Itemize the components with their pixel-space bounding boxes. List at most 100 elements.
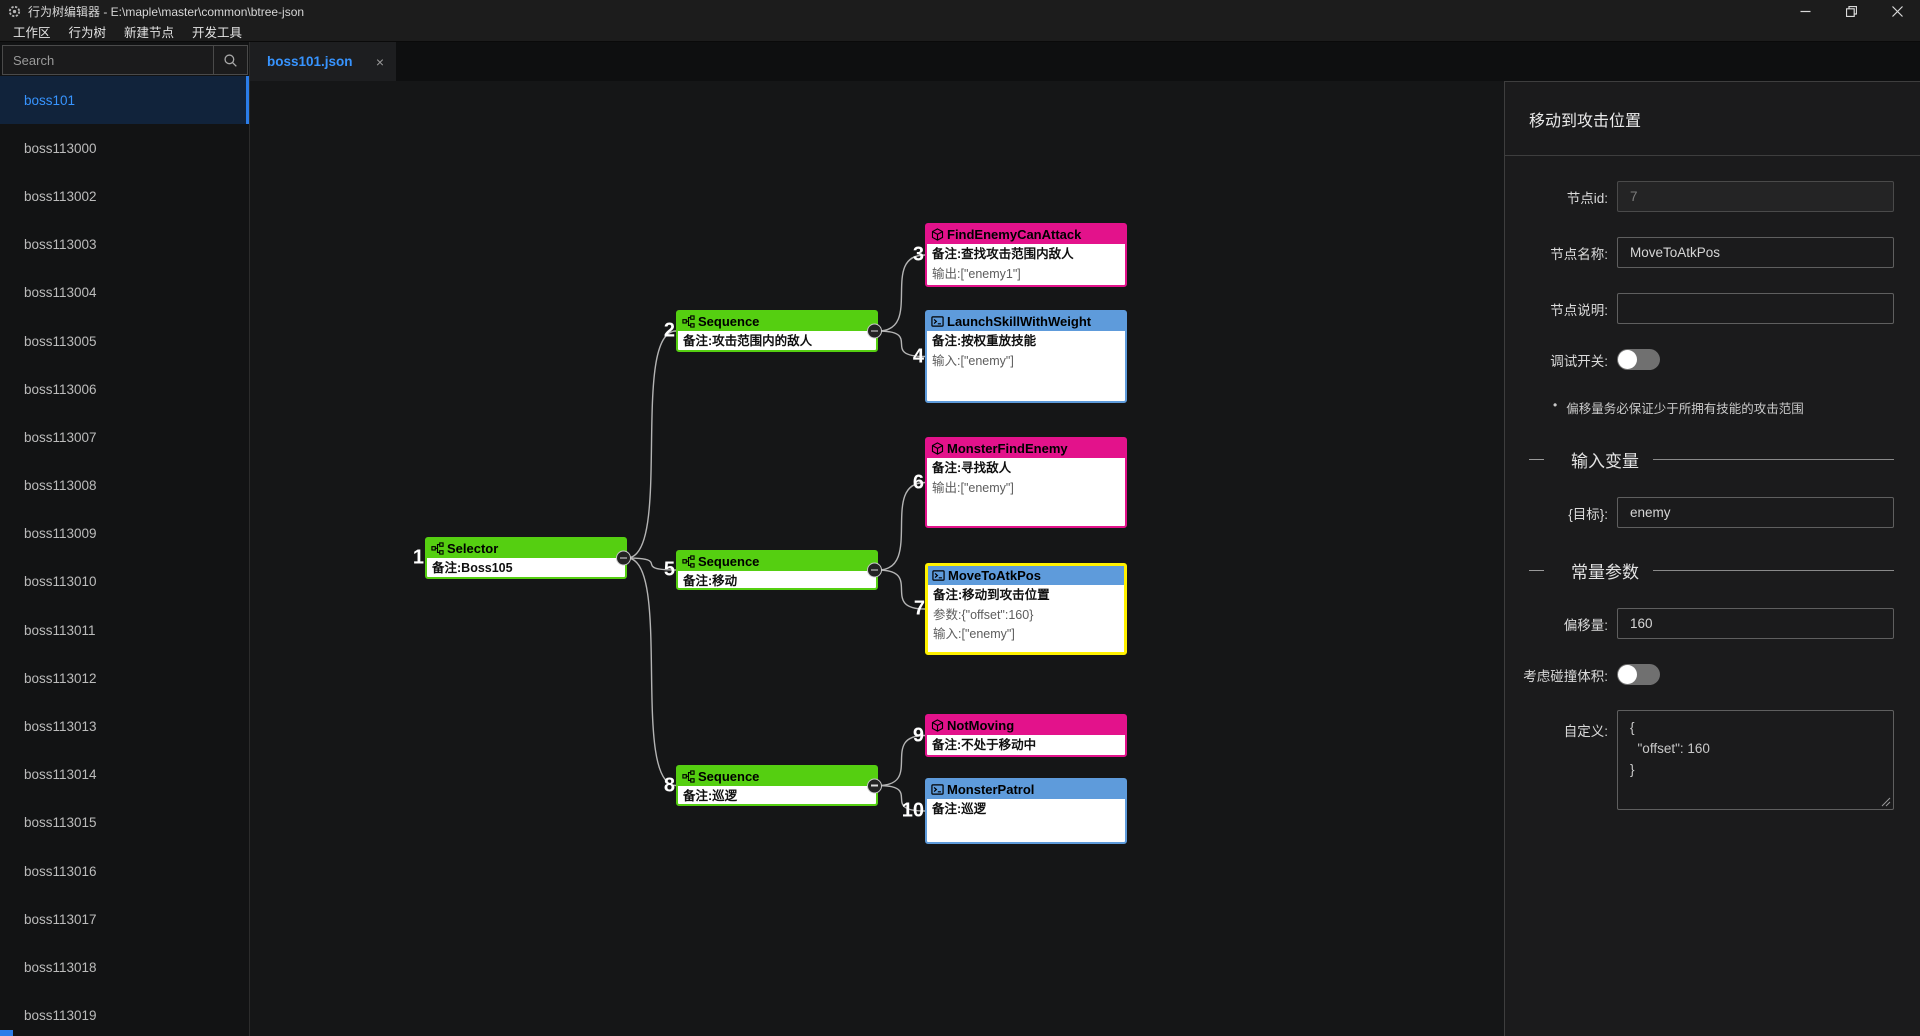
menu-item-1[interactable]: 行为树: [68, 26, 107, 40]
section-line: [1653, 459, 1894, 460]
cube-icon: [931, 228, 944, 241]
sidebar-item-boss113005[interactable]: boss113005: [24, 333, 97, 349]
minimize-button[interactable]: [1782, 0, 1828, 22]
sidebar-item-boss113016[interactable]: boss113016: [24, 863, 97, 879]
tree-icon: [431, 542, 444, 555]
sidebar-item-boss113008[interactable]: boss113008: [24, 478, 97, 494]
sidebar-item-boss113015[interactable]: boss113015: [24, 815, 97, 831]
window-title: 行为树编辑器 - E:\maple\master\common\btree-js…: [28, 4, 305, 19]
collision-toggle-label: 考虑碰撞体积:: [1523, 668, 1608, 684]
sidebar-item-boss113019[interactable]: boss113019: [24, 1008, 97, 1024]
node-body: 备注:巡逻: [927, 799, 1125, 820]
resize-handle-icon[interactable]: [1881, 797, 1891, 807]
sidebar-item-boss113009[interactable]: boss113009: [24, 526, 97, 542]
menu-item-3[interactable]: 开发工具: [192, 26, 243, 40]
close-icon: [1891, 5, 1903, 17]
tab-boss101-json[interactable]: boss101.json ×: [250, 42, 396, 81]
collapse-toggle[interactable]: [867, 778, 882, 793]
node-name-field[interactable]: [1617, 237, 1894, 268]
collapse-toggle[interactable]: [867, 562, 882, 578]
collapse-toggle[interactable]: [867, 323, 882, 339]
magnifier-icon: [224, 53, 237, 67]
node-detail-line: 输入:["enemy"]: [933, 627, 1015, 641]
node-detail-line: 输出:["enemy1"]: [932, 266, 1021, 281]
node-title: MonsterFindEnemy: [947, 441, 1068, 456]
toggle-knob: [1618, 350, 1637, 369]
node-body: 备注:巡逻: [678, 786, 876, 807]
target-field[interactable]: [1617, 497, 1894, 528]
sidebar-item-boss113014[interactable]: boss113014: [24, 767, 97, 783]
node-body: 备注:不处于移动中: [927, 735, 1125, 756]
inspector-title: 移动到攻击位置: [1505, 82, 1920, 156]
node-number: 9: [912, 724, 924, 746]
collision-toggle[interactable]: [1617, 664, 1660, 685]
search-box: [2, 45, 248, 75]
menu-item-0[interactable]: 工作区: [13, 26, 51, 40]
section-input-vars: 输入变量: [1505, 447, 1894, 472]
node-desc-field[interactable]: [1617, 293, 1894, 324]
offset-label: 偏移量:: [1563, 617, 1608, 633]
tree-icon: [682, 315, 695, 328]
node-header: Sequence: [678, 552, 876, 571]
sidebar-item-boss101[interactable]: boss101: [0, 76, 249, 125]
sidebar-item-boss113006[interactable]: boss113006: [24, 381, 97, 397]
close-button[interactable]: [1874, 0, 1920, 22]
search-input[interactable]: [3, 46, 213, 74]
restore-button[interactable]: [1828, 0, 1874, 22]
node-number: 4: [912, 345, 924, 367]
tree-edge: [626, 330, 677, 559]
tab-close-icon[interactable]: ×: [375, 53, 384, 70]
node-header: LaunchSkillWithWeight: [927, 312, 1125, 331]
sidebar-item-boss113011[interactable]: boss113011: [24, 622, 96, 638]
sidebar-item-boss113000[interactable]: boss113000: [24, 140, 97, 156]
titlebar: 行为树编辑器 - E:\maple\master\common\btree-js…: [0, 0, 1920, 22]
sidebar-item-boss113004[interactable]: boss113004: [24, 285, 97, 301]
node-body: 备注:Boss105: [427, 558, 625, 579]
search-button[interactable]: [213, 46, 247, 74]
node-number: 6: [912, 471, 924, 493]
section-dash: [1529, 570, 1544, 571]
node-header: FindEnemyCanAttack: [927, 225, 1125, 244]
bt-node-monsterfindenemy[interactable]: 6 MonsterFindEnemy 备注:寻找敌人输出:["enemy"]: [913, 437, 1127, 528]
collapse-toggle[interactable]: [616, 550, 631, 566]
section-dash: [1529, 459, 1544, 460]
sidebar-item-boss113013[interactable]: boss113013: [24, 719, 97, 735]
sidebar-item-boss113018[interactable]: boss113018: [24, 959, 97, 975]
node-header: Selector: [427, 539, 625, 558]
node-detail-line: 备注:寻找敌人: [932, 461, 1012, 475]
debug-toggle[interactable]: [1617, 349, 1660, 370]
debug-toggle-label: 调试开关:: [1550, 353, 1608, 369]
node-name-label: 节点名称:: [1550, 246, 1608, 262]
node-title: Sequence: [698, 314, 760, 329]
sidebar-item-boss113017[interactable]: boss113017: [24, 911, 97, 927]
node-detail-line: 输出:["enemy"]: [932, 480, 1014, 495]
sidebar-item-boss113002[interactable]: boss113002: [24, 188, 97, 204]
sidebar-item-boss113010[interactable]: boss113010: [24, 574, 97, 590]
menu-item-2[interactable]: 新建节点: [124, 26, 175, 40]
node-header: MonsterFindEnemy: [927, 439, 1125, 458]
node-detail-line: 备注:巡逻: [932, 802, 987, 816]
section-title: 常量参数: [1571, 563, 1639, 582]
tree-icon: [682, 770, 695, 783]
sidebar-item-boss113003[interactable]: boss113003: [24, 237, 97, 253]
custom-json-field[interactable]: { "offset": 160 }: [1617, 710, 1894, 810]
offset-field[interactable]: [1617, 608, 1894, 639]
node-id-label: 节点id:: [1566, 190, 1608, 206]
node-title: FindEnemyCanAttack: [947, 227, 1082, 242]
node-detail-line: 输入:["enemy"]: [932, 353, 1014, 368]
node-detail-line: 备注:不处于移动中: [932, 738, 1037, 752]
sidebar-item-boss113007[interactable]: boss113007: [24, 429, 97, 445]
sidebar-item-boss113012[interactable]: boss113012: [24, 670, 97, 686]
inspector-panel: 移动到攻击位置 节点id: 节点名称: 节点说明:: [1504, 81, 1920, 1036]
